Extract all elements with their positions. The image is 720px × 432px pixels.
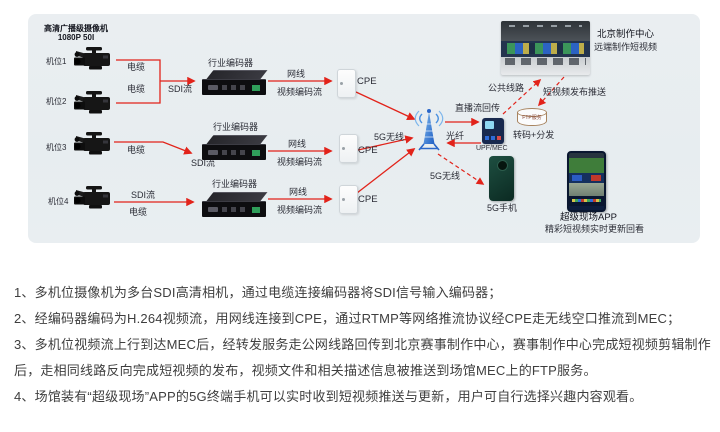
note-1: 1、多机位摄像机为多台SDI高清相机，通过电缆连接编码器将SDI信号输入编码器； <box>14 285 502 300</box>
video-stream-label-2: 视频编码流 <box>277 157 323 167</box>
cpe-2-label: CPE <box>358 145 378 156</box>
public-line-label: 公共线路 <box>488 83 525 93</box>
cable-label-3: 电缆 <box>127 145 146 155</box>
upf-mec-device <box>482 118 504 144</box>
fiber-label: 光纤 <box>446 131 465 141</box>
push-label: 短视频发布推送 <box>543 87 607 97</box>
5g-phone-icon <box>489 156 514 201</box>
5g-phone-label: 5G手机 <box>487 203 518 213</box>
cable-label-4: 电缆 <box>129 207 148 217</box>
cpe-3-device <box>339 185 358 214</box>
camera-4-icon <box>74 185 116 213</box>
encoder-2-device <box>202 135 268 160</box>
cpe-3-label: CPE <box>358 194 378 205</box>
camera-group-title-line2: 1080P 50I <box>57 33 95 43</box>
wireless-label-1: 5G无线 <box>374 132 405 142</box>
wireless-label-2: 5G无线 <box>430 171 461 181</box>
encoder-3-label: 行业编码器 <box>212 179 258 189</box>
encoder-2-label: 行业编码器 <box>213 122 259 132</box>
upf-mec-label: UPF/MEC <box>476 145 508 152</box>
lan-label-1: 网线 <box>287 69 306 79</box>
sdi-label-2: SDI流 <box>191 158 216 168</box>
beijing-center-label-line1: 北京制作中心 <box>597 29 655 40</box>
cable-label-2: 电缆 <box>127 84 146 94</box>
control-room-photo <box>501 21 590 75</box>
camera-2-label: 机位2 <box>46 97 67 106</box>
camera-2-icon <box>74 90 116 118</box>
app-screenshot-phone <box>567 151 606 212</box>
transcode-label: 转码+分发 <box>513 130 555 140</box>
sdi-label-3: SDI流 <box>131 190 156 200</box>
cpe-2-device <box>339 134 358 163</box>
backhaul-label: 直播流回传 <box>455 103 501 113</box>
note-4: 4、场馆装有“超级现场”APP的5G终端手机可以实时收到短视频推送与更新，用户可… <box>14 389 643 404</box>
cable-label-1: 电缆 <box>127 62 146 72</box>
5g-tower-icon <box>414 109 444 151</box>
camera-3-icon <box>74 131 116 159</box>
app-label-line1: 超级现场APP <box>560 212 618 223</box>
ftp-cylinder-icon: FTP服务 <box>517 108 547 126</box>
beijing-center-label-line2: 远端制作短视频 <box>594 42 658 52</box>
cpe-1-device <box>337 69 356 98</box>
sdi-label-1: SDI流 <box>168 84 193 94</box>
encoder-1-device <box>202 70 268 95</box>
camera-1-icon <box>74 46 116 74</box>
lan-label-2: 网线 <box>288 139 307 149</box>
note-3: 3、多机位视频流上行到达MEC后，经转发服务走公网线路回传到北京赛事制作中心，赛… <box>14 337 711 378</box>
ftp-label: FTP服务 <box>522 115 542 121</box>
camera-group-title-line1: 高清广播级摄像机 <box>44 24 108 33</box>
notes-section: 1、多机位摄像机为多台SDI高清相机，通过电缆连接编码器将SDI信号输入编码器；… <box>14 280 712 410</box>
encoder-1-label: 行业编码器 <box>208 58 254 68</box>
note-2: 2、经编码器编码为H.264视频流，用网线连接到CPE，通过RTMP等网络推流协… <box>14 311 681 326</box>
app-label-line2: 精彩短视频实时更新回看 <box>545 224 645 234</box>
cpe-1-label: CPE <box>357 76 377 87</box>
camera-group-title: 高清广播级摄像机 1080P 50I <box>40 24 112 42</box>
camera-4-label: 机位4 <box>48 197 69 206</box>
camera-3-label: 机位3 <box>46 143 67 152</box>
lan-label-3: 网线 <box>289 187 308 197</box>
camera-1-label: 机位1 <box>46 57 67 66</box>
video-stream-label-1: 视频编码流 <box>277 87 323 97</box>
video-stream-label-3: 视频编码流 <box>277 205 323 215</box>
encoder-3-device <box>202 192 268 217</box>
